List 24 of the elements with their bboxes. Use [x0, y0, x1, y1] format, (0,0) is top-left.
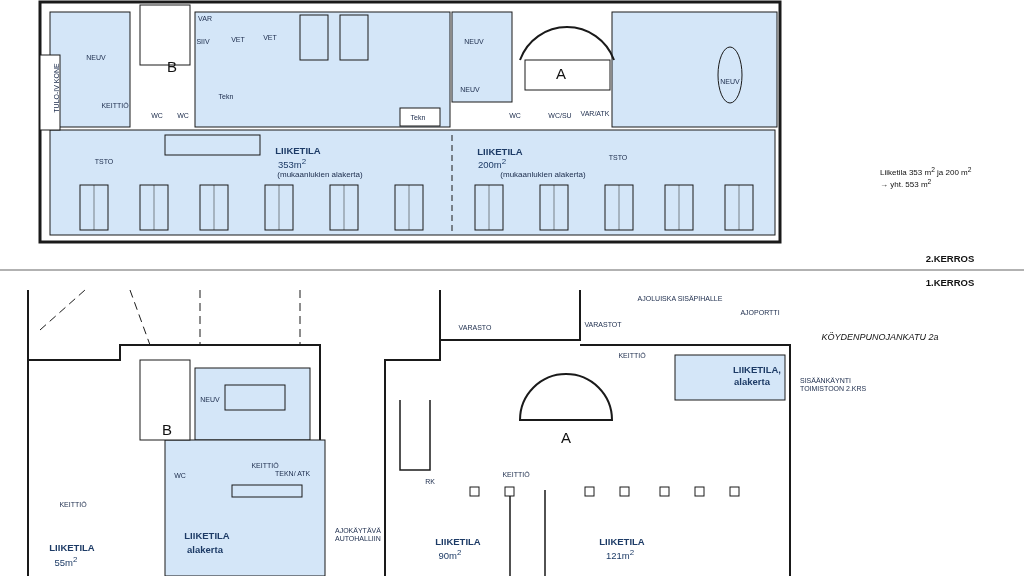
space-name: LIIKETILA — [435, 536, 481, 548]
staircase-letter: A — [561, 429, 571, 447]
floor-label: 2.KERROS — [925, 253, 975, 265]
street-address: KÖYDENPUNOJANKATU 2a — [821, 333, 939, 343]
area-note: Liiketila 353 m$^{2}$ ja 200 m$^{2}$ → yht. 553 m$^{2}$ — [880, 165, 973, 191]
area-value: 353m$^{2}$ — [277, 157, 307, 171]
staircase-letter: B — [167, 58, 177, 76]
area-value: 121m$^{2}$ — [605, 548, 635, 562]
space-name: LIIKETILA — [599, 536, 645, 548]
space-note: alakerta — [734, 376, 770, 388]
area-value: 200m$^{2}$ — [477, 157, 507, 171]
space-name: LIIKETILA — [275, 145, 321, 157]
space-note: (mukaanlukien alakerta) — [277, 170, 363, 180]
floor-label: 1.KERROS — [925, 277, 975, 289]
space-note: (mukaanlukien alakerta) — [500, 170, 586, 180]
space-name: LIIKETILA, — [733, 364, 781, 376]
staircase-letter: A — [556, 65, 566, 83]
area-value: 55m$^{2}$ — [54, 555, 78, 569]
space-note: alakerta — [187, 544, 223, 556]
space-name: LIIKETILA — [477, 146, 523, 158]
area-value: 90m$^{2}$ — [438, 548, 462, 562]
space-name: LIIKETILA — [184, 530, 230, 542]
space-name: LIIKETILA — [49, 542, 95, 554]
staircase-letter: B — [162, 421, 172, 439]
